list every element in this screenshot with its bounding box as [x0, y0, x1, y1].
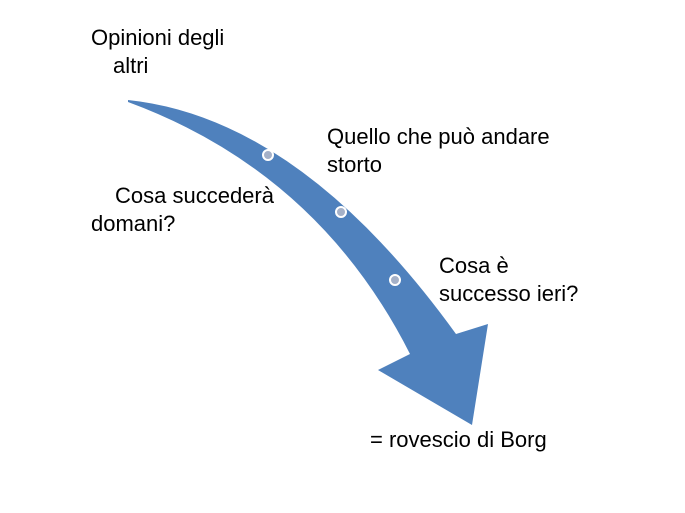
label-result: = rovescio di Borg	[370, 427, 547, 452]
curved-arrow	[128, 100, 488, 425]
label-ieri-line2: successo ieri?	[439, 281, 579, 306]
label-opinioni: Opinioni degli altri	[91, 24, 224, 80]
label-ieri: Cosa è successo ieri?	[439, 252, 578, 308]
label-quello-line1: Quello che può andare	[327, 124, 550, 149]
label-domani-line1: Cosa succederà	[115, 183, 274, 208]
label-opinioni-line2: altri	[113, 53, 149, 78]
arrow-dot-2	[335, 206, 347, 218]
label-domani-line2: domani?	[91, 211, 176, 236]
label-domani: Cosa succederà domani?	[91, 182, 274, 238]
arrow-dot-1	[262, 149, 274, 161]
label-ieri-line1: Cosa è	[439, 253, 509, 278]
label-quello: Quello che può andare storto	[327, 123, 550, 179]
label-opinioni-line1: Opinioni degli	[91, 25, 225, 50]
label-quello-line2: storto	[327, 152, 383, 177]
arrow-dot-3	[389, 274, 401, 286]
